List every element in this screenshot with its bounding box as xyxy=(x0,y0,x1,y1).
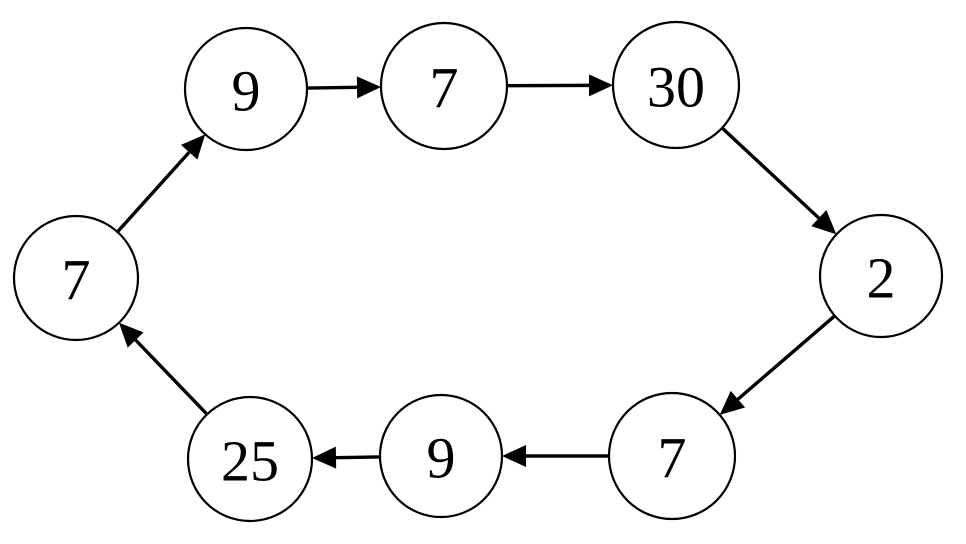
edge-line xyxy=(306,85,358,90)
edge-line xyxy=(134,338,209,416)
graph-node[interactable]: 7 xyxy=(12,214,140,342)
edge-7-to-9 xyxy=(502,445,609,467)
graph-node[interactable]: 9 xyxy=(378,393,504,519)
node-circle[interactable] xyxy=(379,21,509,151)
node-label: 7 xyxy=(430,56,459,121)
graph-node[interactable]: 7 xyxy=(379,21,509,151)
graph-node[interactable]: 7 xyxy=(607,391,737,521)
arrowhead-icon xyxy=(811,210,837,235)
nodes-layer: 7 9 7 30 2 7 9 25 xyxy=(12,20,944,523)
edge-2-to-7 xyxy=(719,314,836,415)
node-circle[interactable] xyxy=(12,214,140,342)
edge-line xyxy=(720,126,820,220)
edge-30-to-2 xyxy=(720,126,837,235)
node-label: 9 xyxy=(232,59,261,124)
arrowhead-icon xyxy=(311,446,337,469)
node-circle[interactable] xyxy=(818,213,944,339)
edge-line xyxy=(335,455,381,460)
edges-layer xyxy=(116,74,837,469)
node-label: 2 xyxy=(867,246,896,311)
edge-25-to-7 xyxy=(118,322,209,416)
edge-9-to-25 xyxy=(311,446,381,469)
graph-node[interactable]: 9 xyxy=(183,26,309,152)
node-label: 30 xyxy=(647,55,705,120)
node-label: 7 xyxy=(62,248,91,313)
arrowhead-icon xyxy=(719,390,746,415)
node-circle[interactable] xyxy=(183,26,309,152)
edge-line xyxy=(116,151,191,234)
node-circle[interactable] xyxy=(607,391,737,521)
arrowhead-icon xyxy=(180,134,206,160)
node-label: 7 xyxy=(658,426,687,491)
arrowhead-icon xyxy=(588,74,614,97)
node-label: 25 xyxy=(221,429,279,494)
graph-node[interactable]: 25 xyxy=(186,395,314,523)
arrowhead-icon xyxy=(356,76,382,99)
edge-line xyxy=(736,314,836,401)
edge-9-to-7 xyxy=(306,76,382,99)
node-circle[interactable] xyxy=(611,20,741,150)
node-circle[interactable] xyxy=(378,393,504,519)
arrowhead-icon xyxy=(118,322,144,348)
node-label: 9 xyxy=(427,426,456,491)
arrowhead-icon xyxy=(502,445,526,467)
edge-7-to-9 xyxy=(116,134,206,234)
node-circle[interactable] xyxy=(186,395,314,523)
edge-7-to-30 xyxy=(506,74,614,97)
graph-node[interactable]: 30 xyxy=(611,20,741,150)
graph-node[interactable]: 2 xyxy=(818,213,944,339)
